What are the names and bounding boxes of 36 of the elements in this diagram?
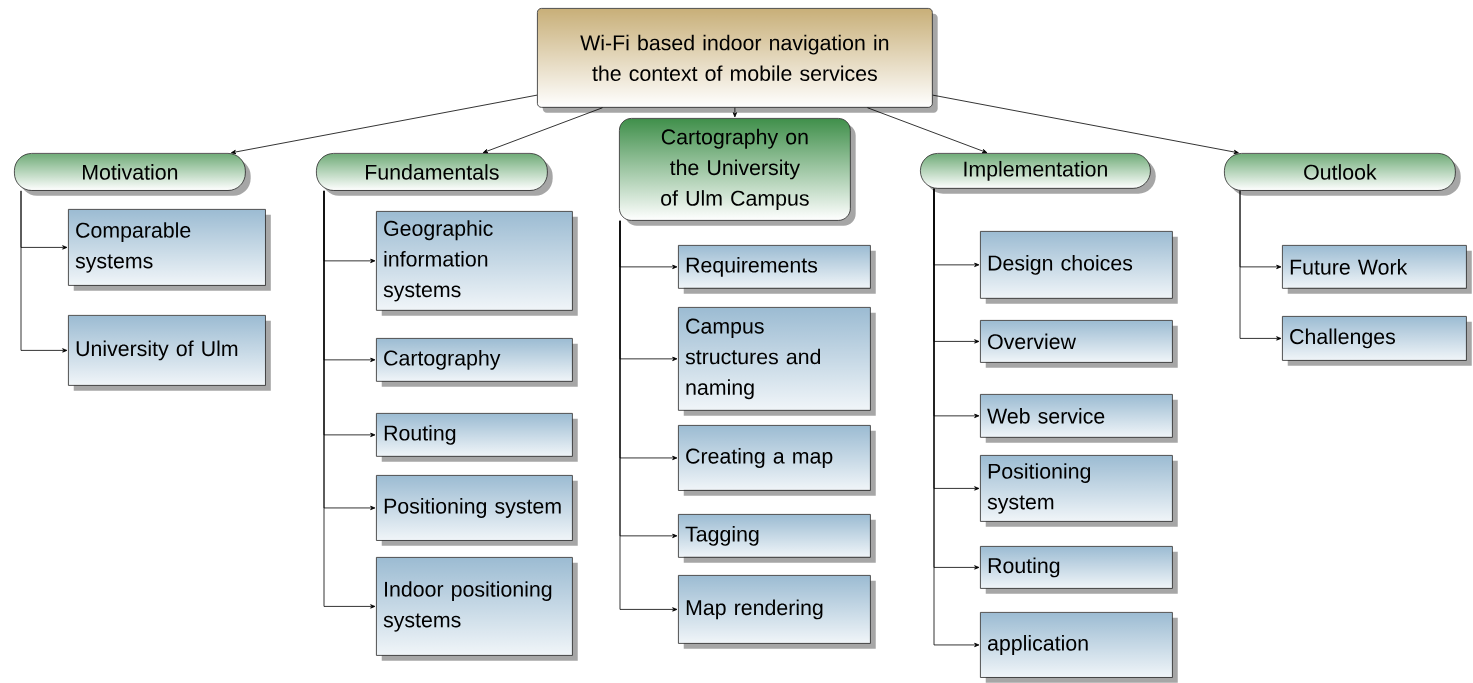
- arrow: [482, 107, 603, 154]
- topic-box: Routing: [376, 413, 578, 462]
- title-box: Wi-Fi based indoor navigation in the context of mobile services: [537, 8, 938, 113]
- arrow: [932, 94, 1239, 155]
- arrow: [323, 190, 376, 609]
- topic-box: application: [980, 612, 1178, 683]
- section-box: Cartography on the University of Ulm Campus: [619, 118, 856, 226]
- arrow: [867, 107, 988, 154]
- topic-box: Requirements: [678, 245, 876, 294]
- topic-box: Routing: [980, 546, 1178, 594]
- topic-box: Overview: [980, 320, 1178, 368]
- arrow: [20, 190, 68, 353]
- topic-box: Comparable systems: [68, 209, 271, 291]
- topic-box: Positioning system: [376, 475, 578, 546]
- topic-box: Challenges: [1282, 316, 1472, 366]
- arrow: [619, 220, 678, 612]
- topic-box: Future Work: [1282, 245, 1472, 294]
- section-pill: Outlook: [1224, 153, 1461, 196]
- section-pill: Fundamentals: [316, 153, 553, 196]
- section-pill: Motivation: [14, 153, 251, 196]
- section-pill: Implementation: [920, 153, 1156, 194]
- topic-box: Tagging: [678, 514, 876, 563]
- topic-box: Creating a map: [678, 425, 876, 496]
- topic-box: University of Ulm: [68, 315, 271, 391]
- arrow: [732, 107, 738, 118]
- arrow: [230, 94, 538, 155]
- topic-box: Indoor positioning systems: [376, 557, 578, 661]
- arrow: [933, 188, 980, 648]
- topic-box: Cartography: [376, 338, 578, 387]
- topic-box: Map rendering: [678, 575, 876, 649]
- topic-box: Campus structures and naming: [678, 307, 876, 416]
- topic-box: Positioning system: [980, 455, 1178, 527]
- topic-box: Design choices: [980, 231, 1178, 304]
- topic-box: Geographic information systems: [376, 211, 578, 316]
- topic-box: Web service: [980, 394, 1178, 443]
- arrow: [1239, 190, 1282, 341]
